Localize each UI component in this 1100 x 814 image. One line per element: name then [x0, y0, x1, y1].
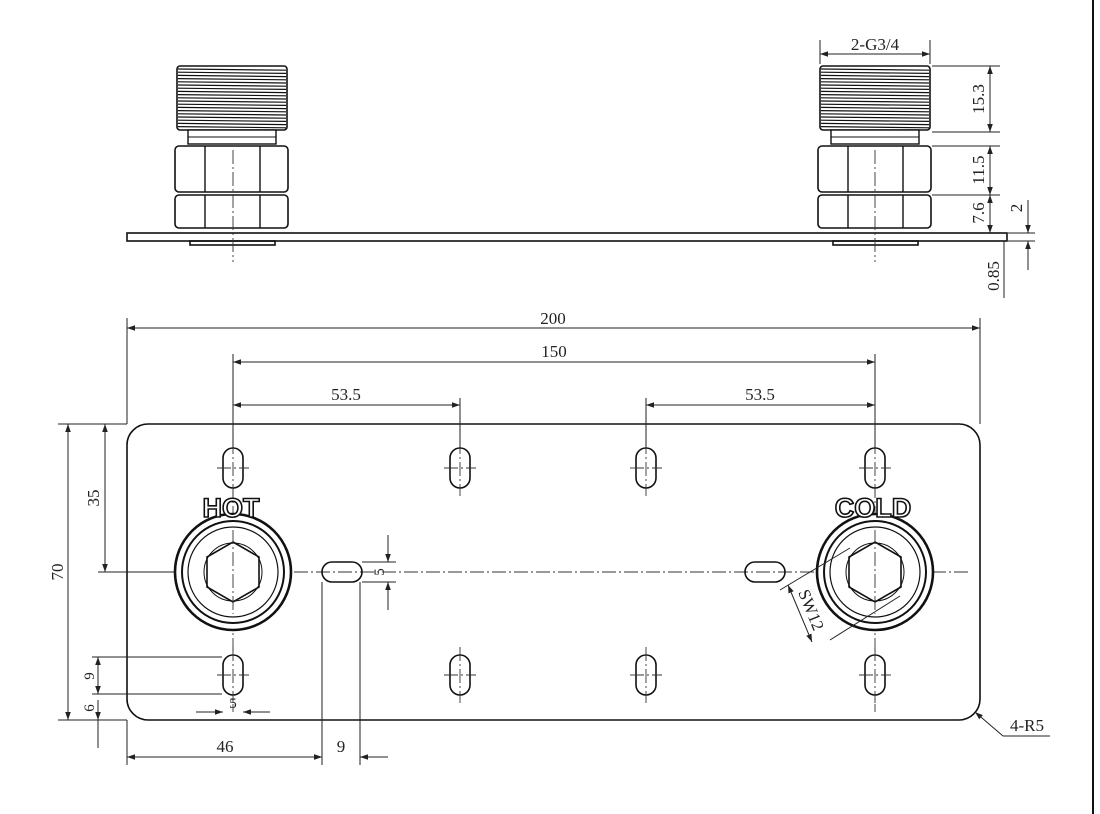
nut-right [817, 145, 932, 193]
thread-lines-left [177, 68, 287, 129]
thread-line [820, 97, 930, 100]
dim-9-vertical: 9 [82, 672, 98, 680]
dim-hole-spacing-right: 53.5 [745, 385, 775, 404]
slot-horizontal-left [321, 561, 363, 583]
thread-line [820, 78, 930, 81]
thread-line [820, 122, 930, 126]
thread-line [177, 97, 287, 100]
cold-label: COLD [835, 493, 912, 523]
thread-line [177, 110, 287, 113]
dim-overall-width: 200 [540, 309, 566, 328]
dim-inlet-spacing: 150 [541, 342, 567, 361]
thread-line [820, 126, 930, 129]
thread-line [177, 122, 287, 126]
thread-line [177, 74, 287, 78]
thread-line [820, 71, 930, 74]
side-view: 2-G3/4 15.3 11.5 7.6 2 0.85 [126, 35, 1035, 298]
thread-line [820, 68, 930, 71]
thread-line [820, 94, 930, 97]
thread-line [820, 87, 930, 90]
cold-connector-front [815, 512, 935, 632]
nut-left [174, 145, 289, 193]
dim-35: 35 [84, 490, 103, 507]
thread-line [177, 100, 287, 103]
thread-line [177, 94, 287, 97]
thread-line [177, 71, 287, 74]
side-plate [126, 232, 1008, 242]
thread-line [820, 90, 930, 94]
dim-thread-length: 15.3 [969, 84, 988, 114]
side-dimensions: 2-G3/4 15.3 11.5 7.6 2 0.85 [819, 35, 1035, 298]
thread-line [177, 126, 287, 129]
dim-locknut-height: 7.6 [969, 202, 988, 223]
front-view: HOT COLD SW12 200 150 53.5 53.5 70 35 [48, 309, 1050, 765]
thread-line [177, 78, 287, 81]
thread-line [177, 116, 287, 119]
dim-slot-width: 5 [372, 568, 388, 576]
mounting-slots [217, 440, 891, 703]
hot-connector-front [173, 512, 293, 632]
dim-overall-height: 70 [48, 564, 67, 581]
hot-label: HOT [203, 493, 261, 523]
dim-offset-9: 9 [337, 737, 346, 756]
dim-corner-radius: 4-R5 [1010, 716, 1044, 735]
thread-line [820, 119, 930, 122]
dim-offset-46: 46 [217, 737, 234, 756]
hot-connector-side [174, 65, 289, 262]
thread-line [177, 84, 287, 87]
thread-line [177, 87, 287, 90]
locknut-left [174, 194, 289, 229]
dim-6-vertical: 6 [82, 704, 98, 712]
thread-line [177, 113, 287, 116]
thread-line [820, 113, 930, 116]
thread-line [820, 81, 930, 84]
dim-plate-thickness: 0.85 [984, 261, 1003, 291]
cold-connector-side [817, 65, 932, 262]
thread-lines-right [820, 68, 930, 129]
thread-line [820, 100, 930, 103]
thread-line [177, 103, 287, 106]
thread-line [820, 106, 930, 110]
thread-line [177, 68, 287, 71]
thread-line [177, 81, 287, 84]
dim-hole-spacing-left: 53.5 [331, 385, 361, 404]
thread-line [820, 103, 930, 106]
dim-thread: 2-G3/4 [851, 35, 900, 54]
thread-line [177, 90, 287, 94]
locknut-right [817, 194, 932, 229]
thread-line [820, 74, 930, 78]
dim-slot-width-bottom: 5 [229, 696, 237, 712]
thread-line [820, 84, 930, 87]
thread-line [177, 119, 287, 122]
thread-line [820, 110, 930, 113]
thread-line [820, 116, 930, 119]
dim-2: 2 [1007, 204, 1026, 213]
slot-horizontal-right [744, 561, 786, 583]
dim-nut-height: 11.5 [969, 155, 988, 184]
thread-line [177, 106, 287, 110]
